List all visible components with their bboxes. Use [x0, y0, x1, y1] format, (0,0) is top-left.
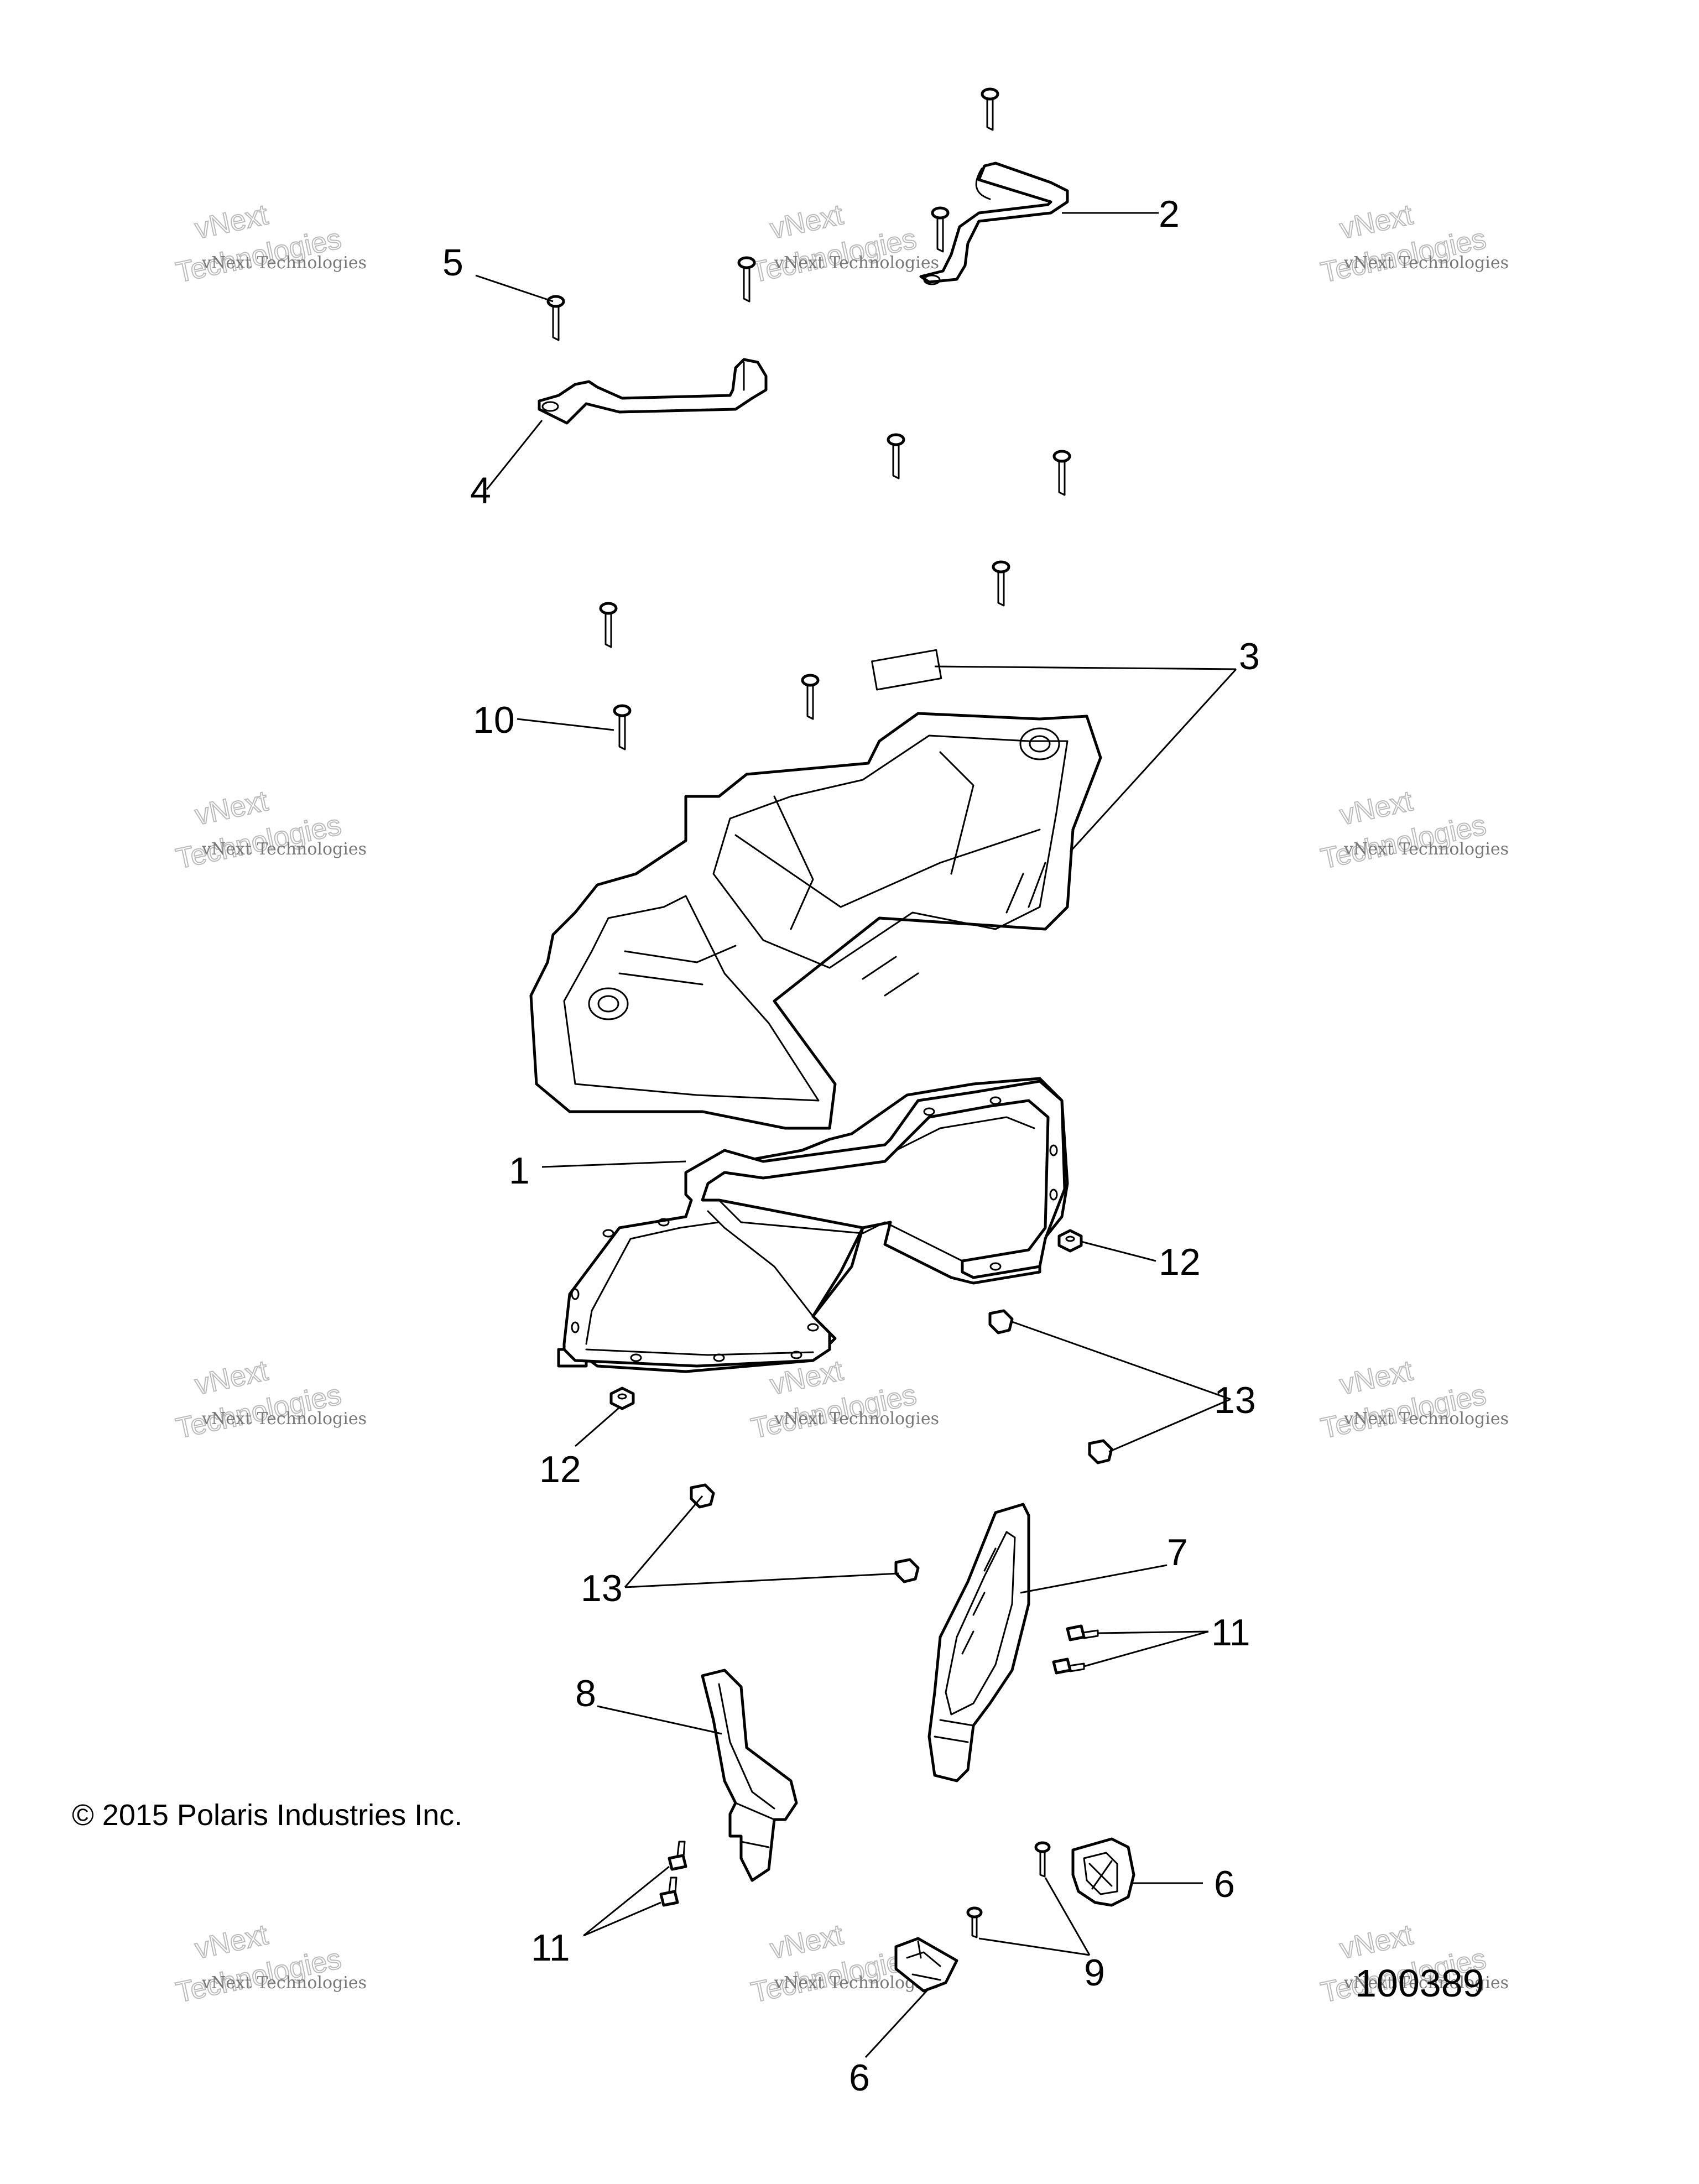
copyright-text: © 2015 Polaris Industries Inc. — [72, 1799, 462, 1832]
nut — [609, 1386, 635, 1410]
screw — [887, 433, 905, 479]
watermark-mr: vNext Technologies — [1317, 784, 1489, 875]
watermark-r2: vNext Technologies — [1317, 1354, 1489, 1445]
screw — [737, 256, 756, 303]
callout-12-left: 12 — [539, 1448, 581, 1490]
callout-13-left: 13 — [581, 1567, 623, 1609]
part-4-grab-handle — [538, 358, 768, 425]
watermark-text: vNext Technologies — [1343, 253, 1509, 273]
watermark-tc: vNext Technologies — [748, 198, 920, 289]
callout-10: 10 — [473, 699, 515, 741]
part-7-cover — [927, 1503, 1030, 1782]
part-1-frame — [557, 1077, 1069, 1373]
part-2-grab-handle — [919, 161, 1069, 285]
callout-8: 8 — [575, 1672, 596, 1714]
clip — [894, 1558, 920, 1583]
part-6-clip-lower — [894, 1937, 958, 1993]
callout-13-right: 13 — [1214, 1379, 1256, 1421]
part-3-decal — [871, 649, 942, 691]
screw — [613, 704, 632, 750]
watermark-tr: vNext Technologies — [1317, 198, 1489, 289]
part-8-cover — [701, 1669, 798, 1882]
watermark-l2: vNext Technologies — [173, 1354, 345, 1445]
svg-text:vNext: vNext — [767, 1919, 846, 1965]
watermark-text: vNext Technologies — [774, 1409, 939, 1429]
watermark-bl: vNext Technologies — [173, 1918, 345, 2009]
clip — [988, 1309, 1014, 1335]
screw-9 — [1034, 1841, 1051, 1878]
watermark-text: vNext Technologies — [201, 253, 367, 273]
clip — [1088, 1439, 1113, 1464]
callout-9: 9 — [1084, 1952, 1105, 1994]
watermark-text: vNext Technologies — [774, 253, 939, 273]
watermark-text: vNext Technologies — [1343, 1409, 1509, 1429]
screw — [931, 206, 950, 253]
callout-3: 3 — [1239, 635, 1260, 677]
screw — [981, 87, 999, 131]
screw — [546, 295, 565, 341]
svg-text:vNext: vNext — [192, 199, 271, 245]
part-6-clip-right — [1071, 1837, 1135, 1907]
screw — [992, 560, 1010, 607]
svg-text:vNext: vNext — [1337, 1354, 1416, 1401]
svg-text:vNext: vNext — [192, 785, 271, 831]
svg-text:vNext: vNext — [1337, 1919, 1416, 1965]
callout-6-right: 6 — [1214, 1863, 1235, 1905]
screw — [1052, 450, 1071, 496]
bolt — [659, 1877, 679, 1907]
watermark-text: vNext Technologies — [201, 1409, 367, 1429]
svg-text:vNext: vNext — [767, 199, 846, 245]
svg-text:vNext: vNext — [1337, 785, 1416, 831]
callout-2: 2 — [1159, 193, 1180, 235]
callout-11-left: 11 — [531, 1927, 570, 1969]
watermark-bc: vNext Technologies — [748, 1918, 920, 2009]
watermark-text: vNext Technologies — [201, 1973, 367, 1993]
callout-1: 1 — [509, 1150, 530, 1192]
figure-id: 100389 — [1355, 1962, 1484, 2005]
part-3-rack — [529, 712, 1102, 1130]
callout-6-lower: 6 — [849, 2057, 870, 2099]
watermark-ml: vNext Technologies — [173, 784, 345, 875]
svg-text:vNext: vNext — [1337, 199, 1416, 245]
leader-lines — [475, 212, 1237, 2058]
bolt — [1066, 1624, 1099, 1641]
svg-text:vNext: vNext — [192, 1354, 271, 1401]
svg-text:vNext: vNext — [192, 1919, 271, 1965]
callout-11-right: 11 — [1211, 1612, 1250, 1654]
watermark-text: vNext Technologies — [1343, 840, 1509, 859]
callout-7: 7 — [1167, 1531, 1188, 1573]
bolt — [1052, 1657, 1085, 1675]
callout-4: 4 — [470, 470, 491, 512]
screw — [599, 602, 618, 648]
watermark-text: vNext Technologies — [1343, 1973, 1509, 1993]
screw-9 — [966, 1906, 983, 1938]
bolt — [668, 1841, 687, 1871]
callout-12-right: 12 — [1159, 1241, 1201, 1283]
callout-5: 5 — [442, 242, 463, 284]
watermark-tl: vNext Technologies — [173, 198, 345, 289]
watermark-text: vNext Technologies — [201, 840, 367, 859]
nut — [1057, 1229, 1083, 1253]
screw — [801, 674, 820, 720]
